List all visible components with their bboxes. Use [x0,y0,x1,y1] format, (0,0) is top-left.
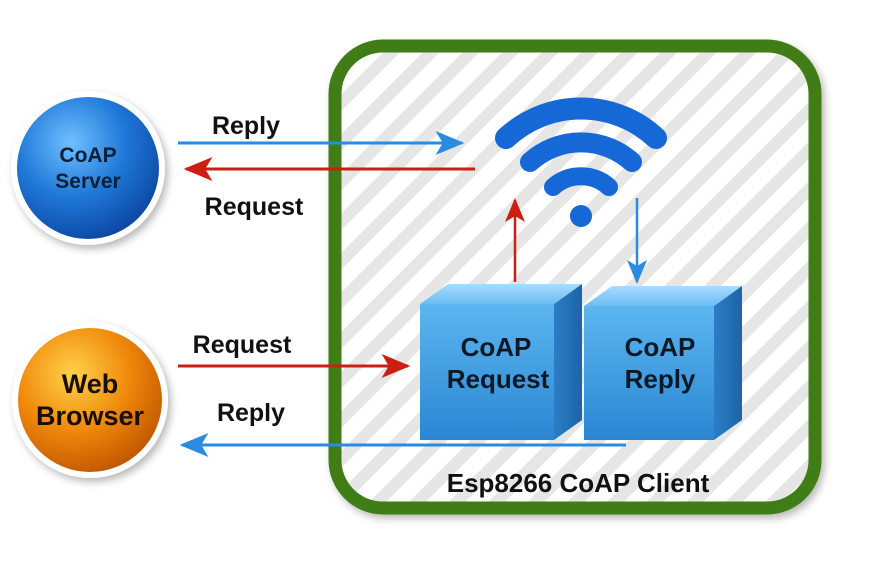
web-browser-node: Web Browser [12,322,168,478]
server-request-label: Request [205,193,304,221]
coap-server-line2: Server [55,170,120,193]
client-box-title: Esp8266 CoAP Client [447,468,710,498]
coap-request-cube: CoAP Request [420,284,582,440]
coap-reply-line2: Reply [625,364,696,394]
browser-request-label: Request [193,331,292,359]
web-browser-line2: Browser [36,401,145,431]
coap-request-line1: CoAP [461,332,532,362]
server-reply-label: Reply [212,112,280,140]
browser-reply-label: Reply [217,399,285,427]
wifi-icon [495,97,667,227]
web-browser-line1: Web [62,369,119,399]
coap-server-node: CoAP Server [11,91,165,245]
coap-reply-cube: CoAP Reply [584,286,742,440]
coap-request-line2: Request [447,364,550,394]
coap-server-line1: CoAP [59,144,116,167]
coap-reply-line1: CoAP [625,332,696,362]
